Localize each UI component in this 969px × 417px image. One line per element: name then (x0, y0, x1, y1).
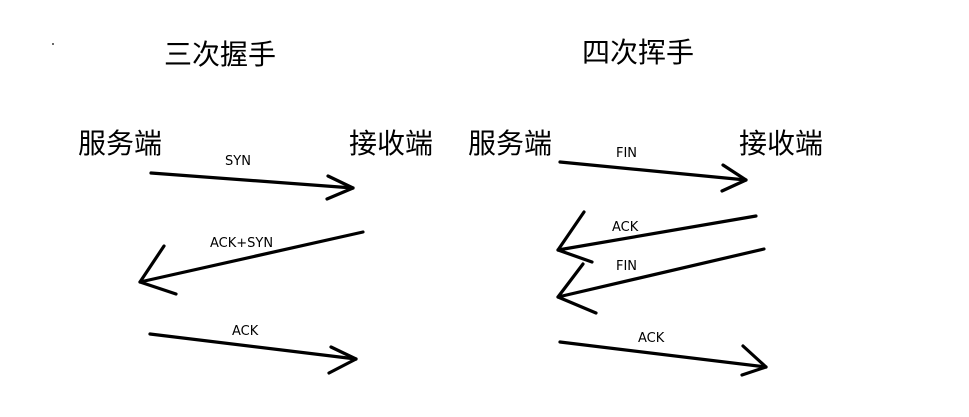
four-way-msg-1-label: FIN (616, 146, 638, 161)
four-way-server-label: 服务端 (468, 127, 553, 160)
three-way-msg-3-label: ACK (232, 324, 259, 339)
three-way-handshake-title: 三次握手 (164, 38, 277, 71)
three-way-arrow-ack-syn (138, 230, 365, 296)
three-way-receiver-label: 接收端 (349, 127, 434, 160)
four-way-arrow-fin (558, 160, 748, 193)
four-way-msg-4-label: ACK (638, 331, 665, 346)
four-way-arrow-ack-2 (558, 340, 768, 377)
three-way-msg-2-label: ACK+SYN (210, 236, 274, 251)
four-way-msg-2-label: ACK (612, 220, 639, 235)
three-way-arrow-ack (148, 332, 358, 375)
three-way-server-label: 服务端 (78, 127, 163, 160)
three-way-arrow-syn (149, 171, 355, 201)
four-way-arrow-ack (556, 210, 758, 264)
four-way-wave-title: 四次挥手 (582, 36, 695, 69)
stray-dot (52, 43, 54, 45)
four-way-arrow-fin-2 (556, 247, 766, 315)
three-way-msg-1-label: SYN (225, 154, 251, 169)
four-way-receiver-label: 接收端 (739, 127, 824, 160)
four-way-msg-3-label: FIN (616, 259, 638, 274)
